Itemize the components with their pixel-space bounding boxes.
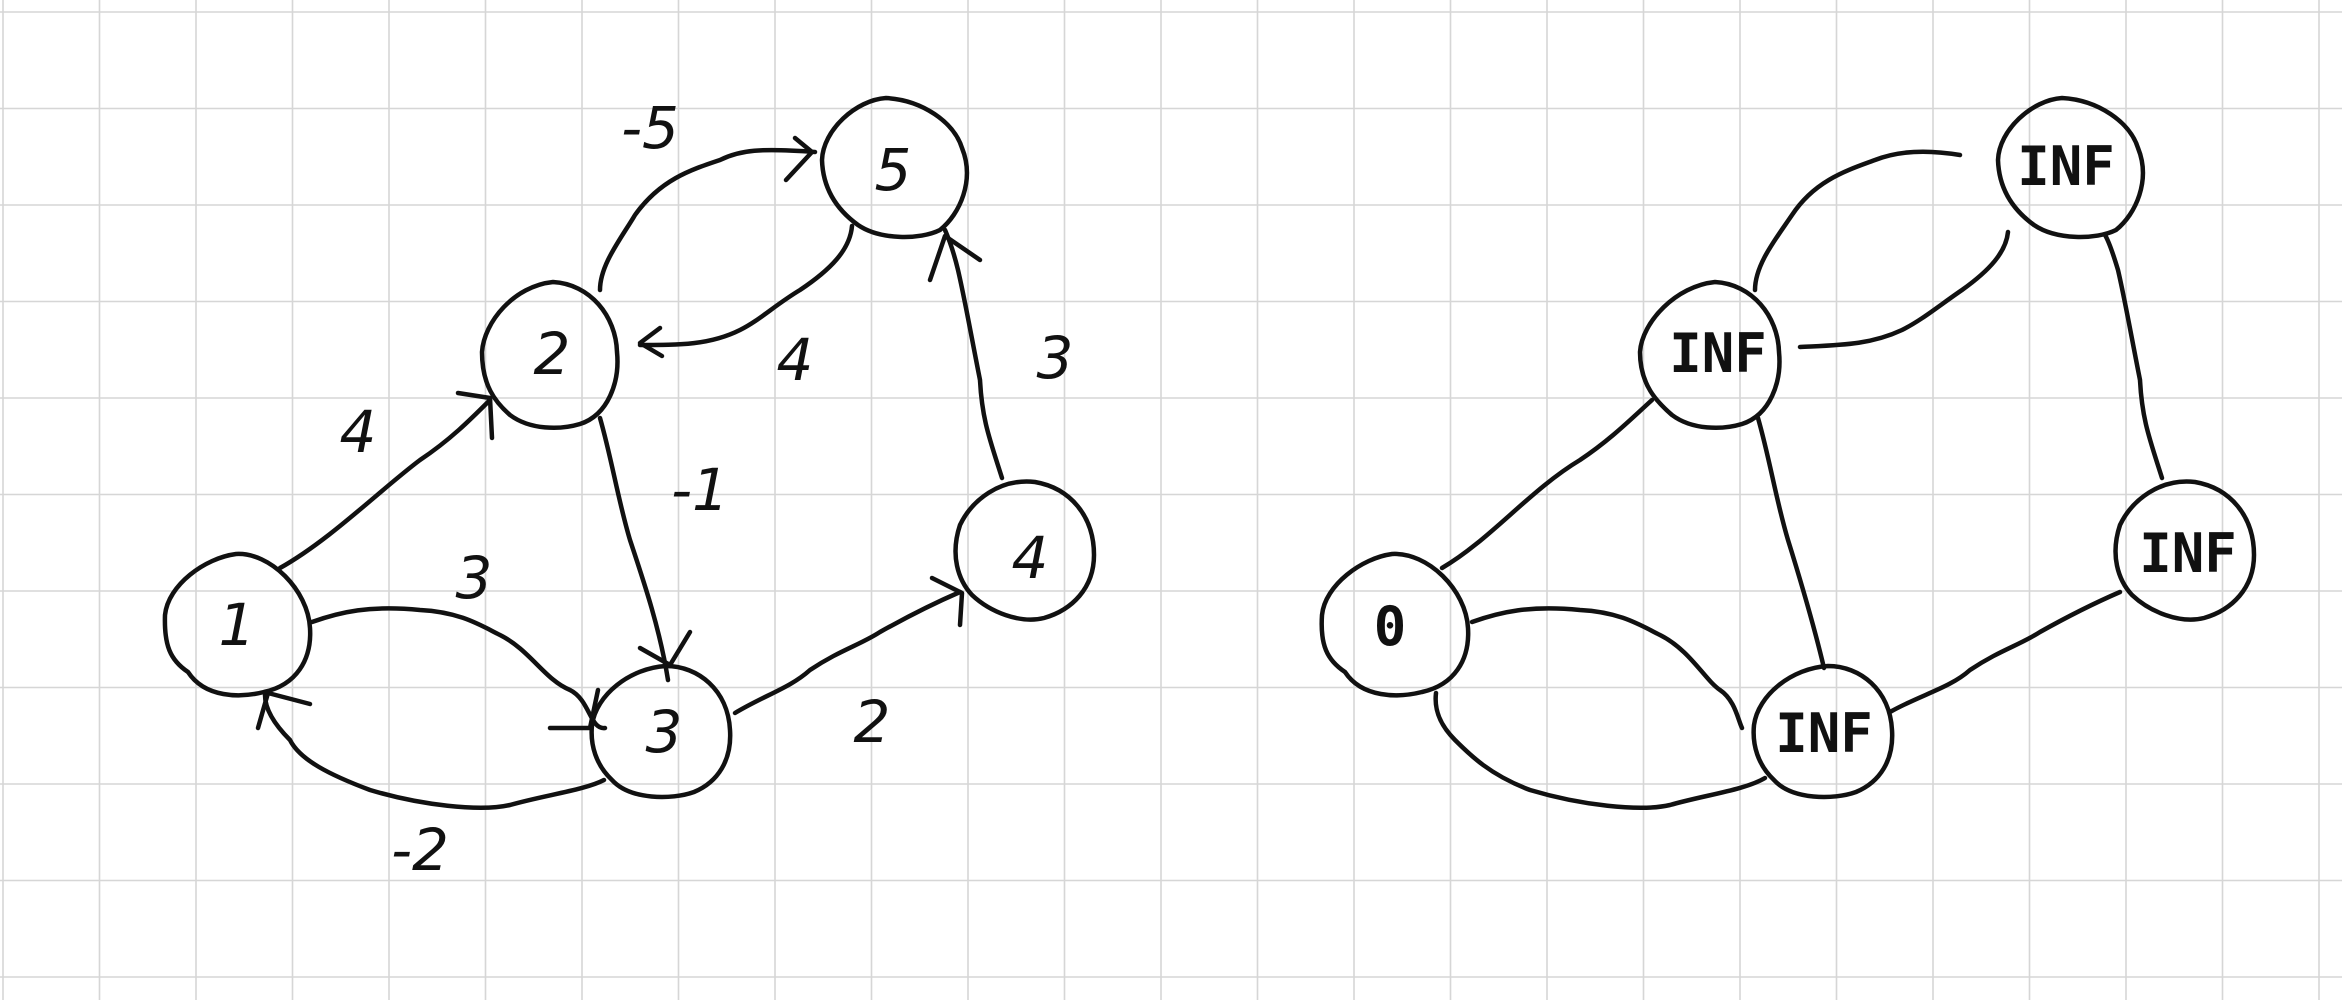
edge-2-3 (1755, 415, 1827, 671)
edge-3-4 (1887, 589, 2123, 715)
node-4-circle (953, 479, 1097, 622)
edges (1433, 149, 2165, 810)
arrowhead-3-4 (929, 575, 965, 628)
edge-5-2 (637, 223, 855, 348)
arrowhead-4-5 (927, 233, 983, 283)
weight-2-3: -1 (671, 456, 729, 524)
node-2-distance: INF (1669, 322, 1767, 385)
edge-5-2 (1797, 229, 2011, 350)
edge-4-5 (2102, 232, 2165, 481)
weight-1-2: 4 (340, 398, 377, 466)
nodes (162, 95, 1097, 800)
weight-5-2: 4 (777, 326, 814, 394)
edge-4-5 (942, 227, 1005, 481)
weight-2-5: -5 (621, 94, 679, 162)
node-1-distance: 0 (1374, 595, 1407, 658)
node-1-label: 1 (219, 591, 256, 659)
arrowhead-1-2 (455, 390, 495, 441)
node-5-distance: INF (2017, 135, 2115, 198)
node-3-label: 3 (646, 698, 683, 766)
edge-3-4 (732, 589, 963, 716)
edges (255, 135, 1005, 810)
weight-3-4: 2 (854, 688, 891, 756)
right-graph: 0 INF INF INF INF (1319, 95, 2257, 810)
edge-2-3 (597, 415, 671, 683)
weight-4-5: 3 (1037, 324, 1074, 392)
arrowhead-2-5 (783, 135, 815, 183)
node-4-circle (2113, 479, 2257, 622)
node-3-distance: INF (1775, 702, 1873, 765)
node-2-circle (479, 279, 620, 430)
node-2-label: 2 (534, 320, 571, 388)
node-1-circle (1319, 551, 1471, 698)
edge-weights: 4 3 -2 -1 -5 4 2 3 (340, 94, 1074, 884)
edge-1-3 (1469, 606, 1745, 731)
weight-3-1: -2 (391, 816, 449, 884)
arrowhead-3-1 (255, 690, 313, 731)
edge-3-1 (1433, 690, 1768, 810)
node-labels: 1 2 3 4 5 (219, 136, 1049, 766)
edge-2-5 (597, 147, 818, 293)
edge-1-2 (277, 397, 493, 571)
node-5-circle (1995, 95, 2146, 240)
node-3-circle (589, 663, 733, 800)
distance-labels: 0 INF INF INF INF (1374, 135, 2237, 765)
node-3-circle (1751, 663, 1895, 800)
edge-1-2 (1439, 397, 1655, 571)
node-1-circle (162, 551, 313, 698)
arrowhead-2-3 (637, 629, 693, 668)
edge-3-1 (262, 692, 607, 810)
node-5-label: 5 (875, 136, 912, 204)
node-4-label: 4 (1012, 524, 1049, 592)
weight-1-3: 3 (456, 544, 493, 612)
node-4-distance: INF (2139, 522, 2237, 585)
edge-1-3 (309, 606, 608, 731)
left-graph: 1 2 3 4 5 4 3 -2 -1 -5 4 2 3 (162, 94, 1097, 884)
arrowhead-5-2 (637, 325, 665, 359)
edge-2-5 (1752, 149, 1963, 293)
node-5-circle (819, 95, 970, 240)
nodes (1319, 95, 2257, 800)
node-2-circle (1637, 279, 1782, 430)
